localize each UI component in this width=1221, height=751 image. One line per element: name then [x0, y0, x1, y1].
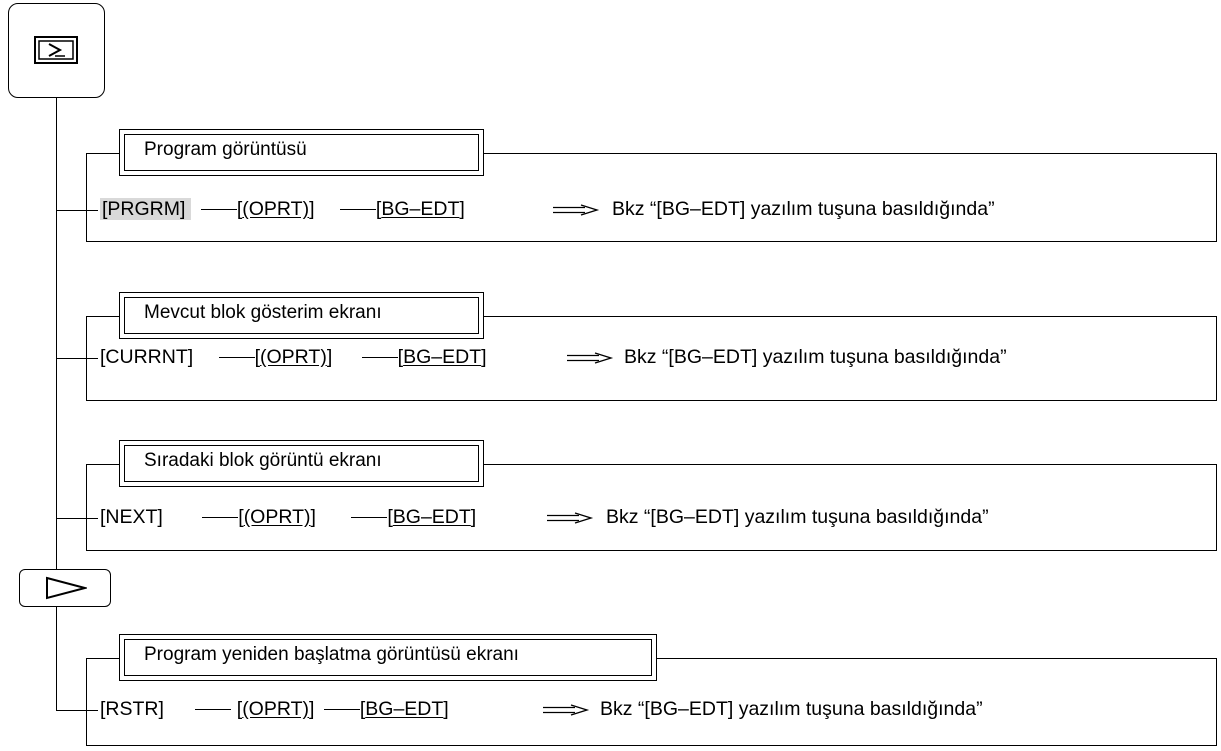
connector: [361, 357, 398, 359]
connector: [351, 517, 388, 519]
section-title: Program yeniden başlatma görüntüsü ekran…: [124, 639, 652, 676]
softkey-oprt[interactable]: (OPRT): [243, 506, 311, 528]
connector: [323, 709, 360, 711]
tree-trunk-upper: [56, 98, 57, 569]
branch-row: [PRGRM] [(OPRT)] [BG–EDT]: [100, 198, 465, 220]
section-title-box: Sıradaki blok görüntü ekranı: [119, 440, 484, 487]
softkey-bg-edt[interactable]: BG–EDT: [392, 506, 471, 528]
branch-row: [RSTR] [(OPRT)] [BG–EDT]: [100, 698, 449, 720]
section-next-block: [86, 464, 1217, 551]
reference-text: Bkz “[BG–EDT] yazılım tuşuna basıldığınd…: [612, 198, 995, 220]
branch-row: [CURRNT] [(OPRT)] [BG–EDT]: [100, 346, 487, 368]
next-menu-triangle-icon: [46, 576, 87, 600]
section-title-box: Program yeniden başlatma görüntüsü ekran…: [119, 634, 657, 681]
branch-connector: [56, 358, 98, 359]
connector: [339, 209, 376, 211]
reference-text: Bkz “[BG–EDT] yazılım tuşuna basıldığınd…: [606, 506, 989, 528]
branch-connector: [56, 518, 98, 519]
softkey-oprt[interactable]: (OPRT): [260, 346, 327, 368]
softkey-oprt[interactable]: (OPRT): [242, 698, 309, 720]
branch-connector: [56, 710, 98, 711]
connector: [195, 709, 232, 711]
next-menu-key[interactable]: [19, 569, 111, 607]
softkey-bg-edt[interactable]: BG–EDT: [381, 198, 460, 220]
program-function-key[interactable]: [8, 3, 105, 98]
section-program: [86, 153, 1217, 242]
softkey-next[interactable]: [NEXT]: [100, 506, 163, 528]
softkey-bg-edt[interactable]: BG–EDT: [365, 698, 444, 720]
double-arrow-icon: [567, 352, 614, 364]
softkey-currnt[interactable]: [CURRNT]: [100, 346, 194, 368]
branch-connector: [56, 210, 98, 211]
double-arrow-icon: [547, 512, 594, 524]
double-arrow-icon: [543, 704, 590, 716]
softkey-rstr[interactable]: [RSTR]: [100, 698, 164, 720]
softkey-prgrm[interactable]: [PRGRM]: [100, 198, 192, 220]
tree-trunk-lower: [56, 607, 57, 710]
branch-row: [NEXT] [(OPRT)] [BG–EDT]: [100, 506, 477, 528]
section-title: Mevcut blok gösterim ekranı: [124, 297, 479, 334]
program-key-icon: [34, 36, 78, 64]
section-title-box: Mevcut blok gösterim ekranı: [119, 292, 484, 339]
softkey-bg-edt[interactable]: BG–EDT: [403, 346, 482, 368]
section-title-box: Program görüntüsü: [119, 129, 484, 176]
reference-text: Bkz “[BG–EDT] yazılım tuşuna basıldığınd…: [624, 346, 1007, 368]
connector: [202, 517, 239, 519]
reference-text: Bkz “[BG–EDT] yazılım tuşuna basıldığınd…: [600, 698, 983, 720]
softkey-oprt[interactable]: (OPRT): [242, 198, 310, 220]
connector: [200, 209, 237, 211]
connector: [218, 357, 255, 359]
section-title: Sıradaki blok görüntü ekranı: [124, 445, 479, 482]
section-title: Program görüntüsü: [124, 134, 479, 171]
double-arrow-icon: [553, 204, 600, 216]
